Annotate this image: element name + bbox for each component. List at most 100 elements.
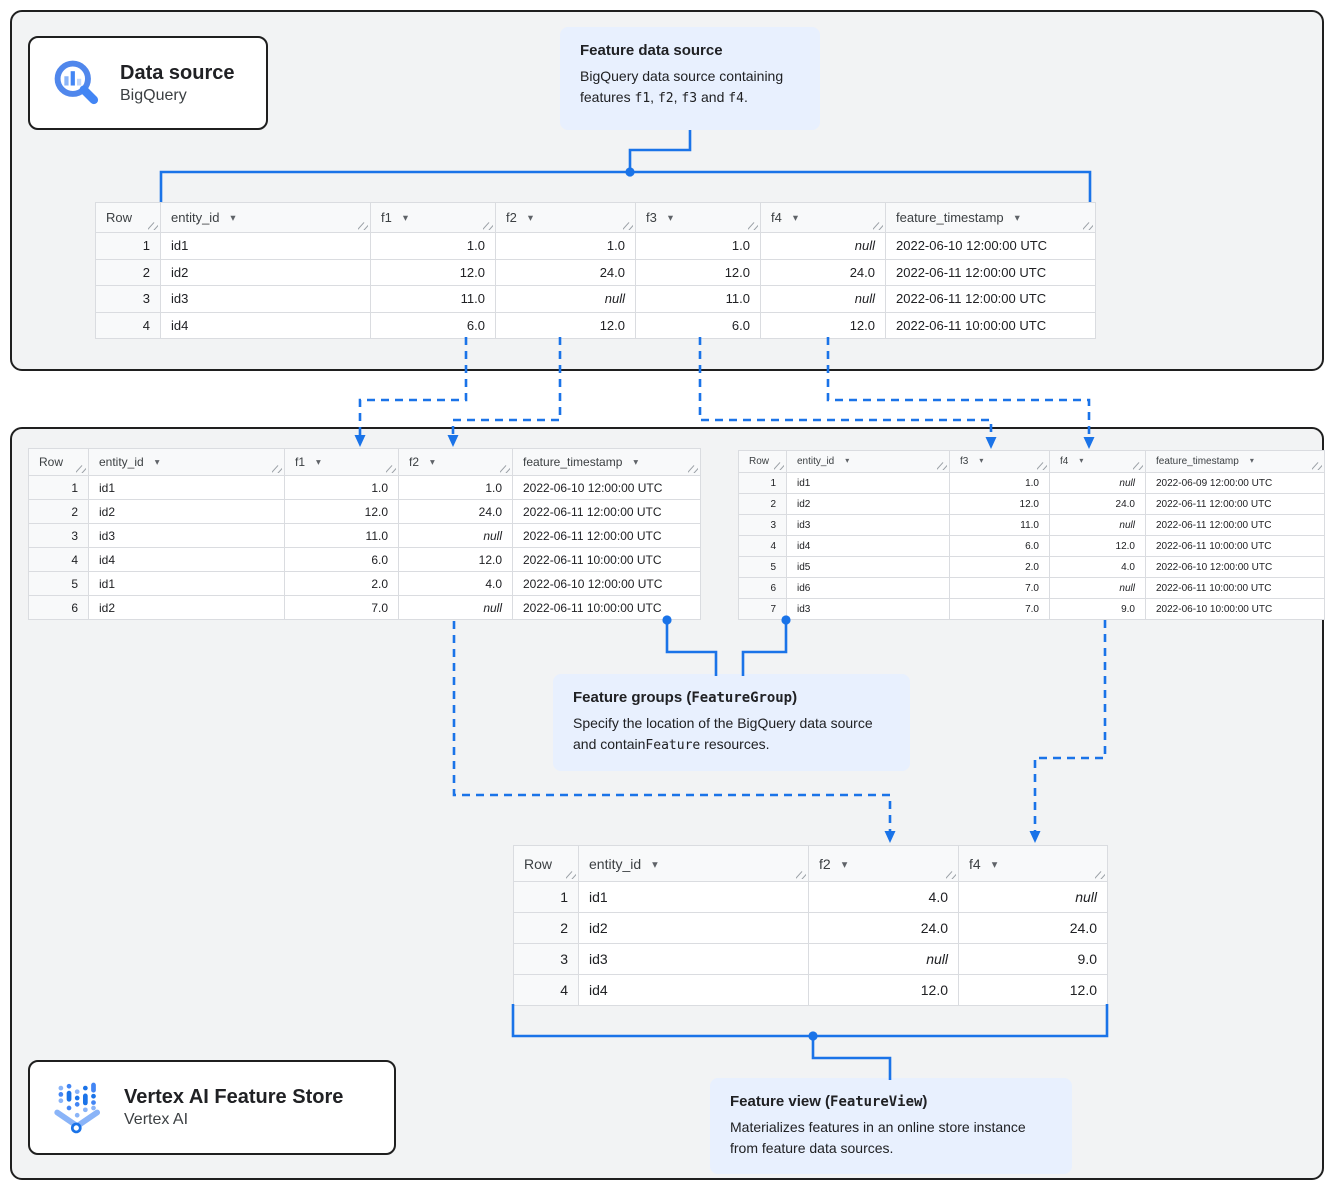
cell-f1: 11.0	[284, 523, 399, 548]
text: Feature groups (	[573, 689, 692, 706]
cell-feature_timestamp: 2022-06-11 12:00:00 UTC	[885, 285, 1096, 313]
sort-caret-icon: ▾	[1014, 213, 1020, 224]
cell-f1: 12.0	[284, 499, 399, 524]
cell-f2: 24.0	[398, 499, 513, 524]
column-label: f4	[771, 210, 782, 225]
cell-f1: 2.0	[284, 571, 399, 596]
column-header-f2: f2▾	[398, 448, 513, 476]
cell-f2: 24.0	[495, 258, 636, 286]
column-header-f3: f3▾	[635, 202, 761, 233]
column-header-Row: Row	[738, 450, 787, 473]
cell-f2: null	[398, 595, 513, 620]
callout-body: Specify the location of the BigQuery dat…	[573, 713, 890, 756]
column-resize-icon	[946, 869, 956, 879]
column-header-f1: f1▾	[284, 448, 399, 476]
column-label: f2	[506, 210, 517, 225]
cell-entity_id: id6	[786, 577, 950, 599]
column-label: f2	[819, 855, 831, 872]
column-header-entity_id: entity_id▾	[786, 450, 950, 473]
column-header-f2: f2 ▾	[808, 845, 959, 882]
cell-entity_id: id2	[578, 912, 809, 944]
cell-entity_id: id4	[160, 311, 371, 339]
column-label: f4	[1060, 456, 1069, 467]
column-label: entity_id	[171, 210, 220, 225]
column-label: entity_id	[797, 456, 835, 467]
sort-caret-icon: ▾	[1079, 456, 1084, 465]
code-text: f3	[681, 91, 698, 106]
sort-caret-icon: ▾	[1249, 456, 1254, 465]
column-label: feature_timestamp	[523, 455, 623, 469]
sort-caret-icon: ▾	[633, 457, 639, 468]
column-resize-icon	[483, 220, 493, 230]
sort-caret-icon: ▾	[792, 213, 799, 224]
cell-f4: 4.0	[1049, 556, 1146, 578]
column-resize-icon	[386, 463, 396, 473]
sort-caret-icon: ▾	[154, 457, 160, 468]
text: BigQuery data source containing features	[580, 68, 784, 105]
column-resize-icon	[500, 463, 510, 473]
cell-feature_timestamp: 2022-06-11 12:00:00 UTC	[512, 499, 701, 524]
column-resize-icon	[748, 220, 758, 230]
column-header-feature_timestamp: feature_timestamp▾	[885, 202, 1096, 233]
cell-Row: 2	[738, 493, 787, 515]
cell-f3: 11.0	[949, 514, 1050, 536]
column-label: f3	[646, 210, 657, 225]
cell-f2: 12.0	[398, 547, 513, 572]
cell-feature_timestamp: 2022-06-11 10:00:00 UTC	[512, 595, 701, 620]
sort-caret-icon: ▾	[841, 858, 848, 871]
sort-caret-icon: ▾	[430, 457, 435, 468]
callout-title: Feature data source	[580, 42, 800, 59]
cell-entity_id: id4	[786, 535, 950, 557]
cell-f1: 12.0	[370, 258, 496, 286]
sort-caret-icon: ▾	[402, 213, 409, 224]
cell-f4: 12.0	[760, 311, 886, 339]
text: Feature data source	[580, 42, 723, 59]
cell-Row: 2	[95, 258, 161, 286]
column-resize-icon	[76, 463, 86, 473]
column-resize-icon	[566, 869, 576, 879]
cell-f3: 1.0	[635, 232, 761, 260]
cell-f1: 1.0	[284, 475, 399, 500]
cell-f3: 7.0	[949, 598, 1050, 620]
cell-feature_timestamp: 2022-06-11 10:00:00 UTC	[512, 547, 701, 572]
cell-f4: 24.0	[760, 258, 886, 286]
column-header-f2: f2▾	[495, 202, 636, 233]
cell-feature_timestamp: 2022-06-10 12:00:00 UTC	[885, 232, 1096, 260]
column-label: f1	[295, 455, 306, 469]
cell-feature_timestamp: 2022-06-11 10:00:00 UTC	[885, 311, 1096, 339]
cell-f3: 2.0	[949, 556, 1050, 578]
cell-entity_id: id3	[160, 285, 371, 313]
code-text: FeatureGroup	[691, 690, 793, 706]
sort-caret-icon: ▾	[230, 213, 236, 224]
column-header-Row: Row	[28, 448, 89, 476]
cell-Row: 3	[95, 285, 161, 313]
cell-f4: 24.0	[1049, 493, 1146, 515]
column-label: entity_id	[589, 855, 642, 872]
cell-f2: null	[398, 523, 513, 548]
column-resize-icon	[623, 220, 633, 230]
cell-entity_id: id1	[578, 881, 809, 913]
column-header-entity_id: entity_id ▾	[160, 202, 371, 233]
cell-f4: 12.0	[1049, 535, 1146, 557]
column-resize-icon	[873, 220, 883, 230]
feature-store-subtitle: Vertex AI	[124, 1111, 189, 1128]
feature-groups-callout: Feature groups (FeatureGroup) Specify th…	[553, 674, 910, 771]
sort-caret-icon: ▾	[979, 456, 984, 465]
column-resize-icon	[1095, 869, 1105, 879]
column-resize-icon	[1133, 460, 1143, 470]
cell-Row: 1	[28, 475, 89, 500]
feature-view-callout: Feature view (FeatureView) Materializes …	[710, 1078, 1072, 1174]
cell-f1: 7.0	[284, 595, 399, 620]
